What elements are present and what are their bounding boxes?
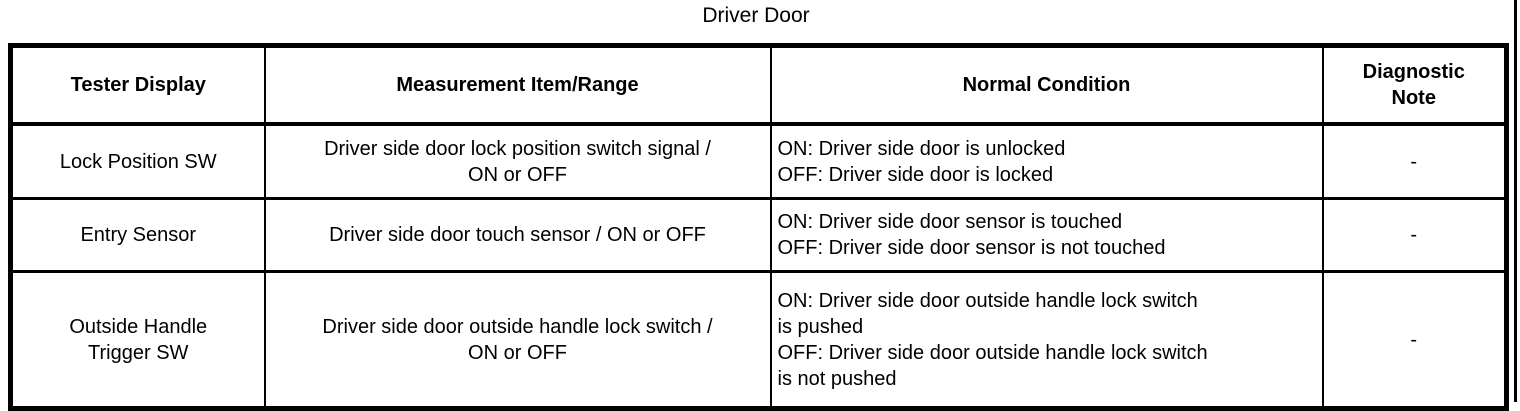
cell-text: ON: Driver side door outside handle lock… <box>777 289 1208 390</box>
header-label: Tester Display <box>70 74 206 96</box>
cell-diagnostic-note: - <box>1321 122 1508 200</box>
cell-text: Entry Sensor <box>80 224 197 246</box>
header-tester-display: Tester Display <box>9 44 266 126</box>
cell-text: Outside Handle Trigger SW <box>69 315 208 364</box>
cell-text: Driver side door touch sensor / ON or OF… <box>329 224 706 246</box>
cell-measurement-item-range: Driver side door touch sensor / ON or OF… <box>263 197 772 273</box>
cell-diagnostic-note: - <box>1321 270 1508 410</box>
cell-text: - <box>1410 328 1418 351</box>
table-row: Outside Handle Trigger SW Driver side do… <box>9 270 1508 410</box>
cell-measurement-item-range: Driver side door lock position switch si… <box>263 122 772 200</box>
cell-measurement-item-range: Driver side door outside handle lock swi… <box>263 270 772 410</box>
cell-text: Driver side door outside handle lock swi… <box>322 315 713 364</box>
cell-text: - <box>1410 224 1418 246</box>
cell-text: Lock Position SW <box>59 150 217 173</box>
manual-page: Driver Door Tester Display Measurement I… <box>8 0 1517 411</box>
header-label: Measurement Item/Range <box>396 74 639 96</box>
cell-text: Driver side door lock position switch si… <box>324 137 711 186</box>
header-diagnostic-note: Diagnostic Note <box>1321 44 1508 126</box>
header-label: Normal Condition <box>962 74 1131 96</box>
cell-tester-display: Lock Position SW <box>9 122 266 200</box>
table-title: Driver Door <box>702 4 810 27</box>
cell-text: ON: Driver side door is unlocked OFF: Dr… <box>777 137 1066 186</box>
cell-text: - <box>1410 150 1418 173</box>
cell-normal-condition: ON: Driver side door sensor is touched O… <box>769 197 1324 273</box>
table-header-row: Tester Display Measurement Item/Range No… <box>9 44 1508 126</box>
cell-tester-display: Outside Handle Trigger SW <box>9 270 266 410</box>
table-row: Entry Sensor Driver side door touch sens… <box>9 197 1508 273</box>
header-normal-condition: Normal Condition <box>769 44 1324 126</box>
header-measurement-item-range: Measurement Item/Range <box>263 44 772 126</box>
cell-normal-condition: ON: Driver side door outside handle lock… <box>769 270 1324 410</box>
driver-door-table: Tester Display Measurement Item/Range No… <box>8 43 1509 411</box>
cell-tester-display: Entry Sensor <box>9 197 266 273</box>
cell-diagnostic-note: - <box>1321 197 1508 273</box>
table-row: Lock Position SW Driver side door lock p… <box>9 122 1508 200</box>
page-edge-line <box>1514 0 1517 402</box>
cell-text: ON: Driver side door sensor is touched O… <box>777 211 1166 259</box>
header-label: Diagnostic Note <box>1362 61 1465 109</box>
cell-normal-condition: ON: Driver side door is unlocked OFF: Dr… <box>769 122 1324 200</box>
